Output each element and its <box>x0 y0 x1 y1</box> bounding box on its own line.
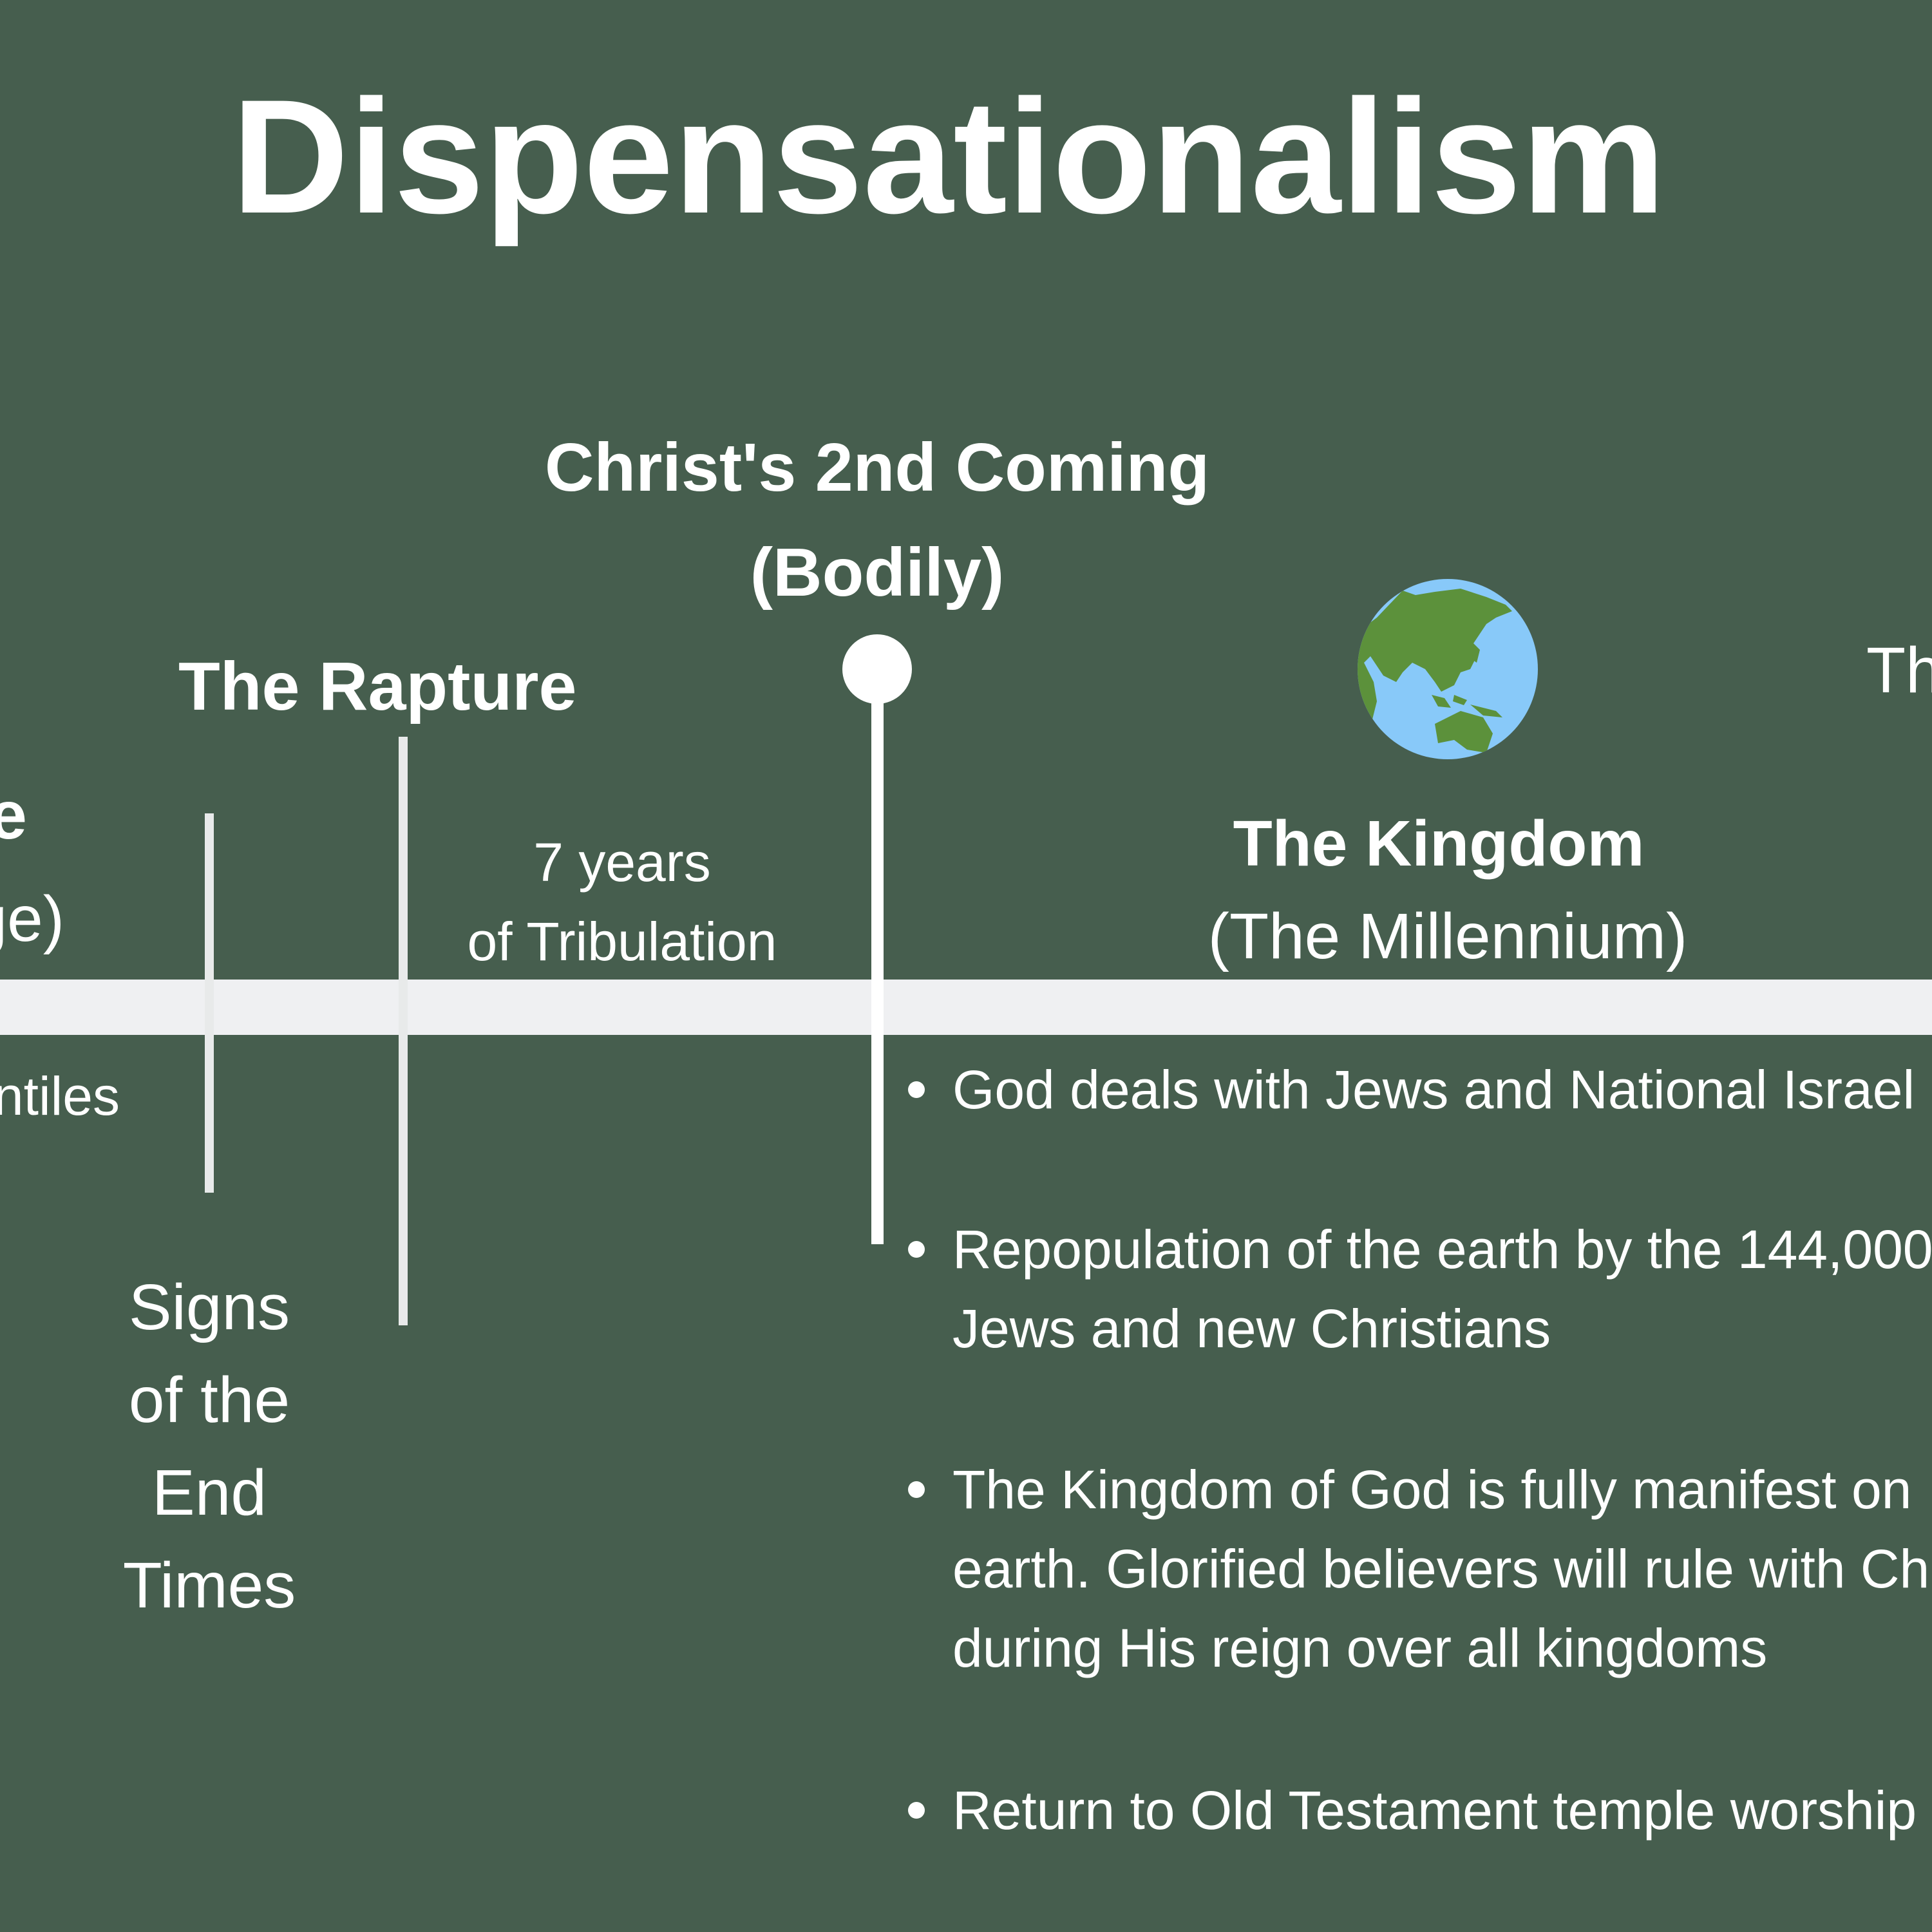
left-era-heading: e <box>0 777 27 853</box>
bullet-dot <box>908 1802 925 1819</box>
second-coming-line2: (Bodily) <box>750 535 1005 611</box>
signs-line: Times <box>122 1549 296 1622</box>
kingdom-subtitle: (The Millennium) <box>1208 900 1688 972</box>
tribulation-line1: 7 years <box>533 832 711 893</box>
rapture-label: The Rapture <box>178 649 577 724</box>
bullet-dot <box>908 1481 925 1498</box>
bullet-line: God deals with Jews and National Israel <box>952 1059 1915 1120</box>
bullet-line: earth. Glorified believers will rule wit… <box>952 1539 1932 1599</box>
tribulation-line2: of Tribulation <box>467 911 777 972</box>
left-era-subheading: ge) <box>0 883 64 955</box>
rapture-marker-line <box>399 737 408 1325</box>
signs-of-end-times: Signs of the End Times <box>123 1261 296 1632</box>
second-coming-marker-dot <box>842 634 912 704</box>
kingdom-title: The Kingdom <box>1233 808 1645 880</box>
signs-line: Signs <box>128 1271 290 1343</box>
bullet-dot <box>908 1081 925 1098</box>
bullet-line: Repopulation of the earth by the 144,000 <box>952 1219 1932 1280</box>
page-title: Dispensationalism <box>231 66 1666 247</box>
bullet-line: during His reign over all kingdoms <box>952 1618 1768 1678</box>
bullet-line: Jews and new Christians <box>952 1298 1551 1359</box>
globe-asia-australia-icon <box>1358 579 1538 759</box>
second-coming-label: Christ's 2nd Coming (Bodily) <box>545 415 1209 625</box>
left-era-note: ntiles <box>0 1066 120 1126</box>
bullet-dot <box>908 1241 925 1258</box>
bullet-line: The Kingdom of God is fully manifest on <box>952 1459 1912 1520</box>
second-coming-marker-line <box>871 669 884 1244</box>
tribulation-label: 7 years of Tribulation <box>468 823 777 981</box>
timeline-bar <box>0 980 1932 1035</box>
bullet-line: Return to Old Testament temple worship <box>952 1780 1917 1841</box>
signs-line: End <box>152 1457 267 1529</box>
signs-line: of the <box>128 1364 290 1436</box>
second-coming-line1: Christ's 2nd Coming <box>544 430 1210 506</box>
signs-marker-line <box>205 813 214 1193</box>
right-era-label: Th <box>1866 634 1932 706</box>
